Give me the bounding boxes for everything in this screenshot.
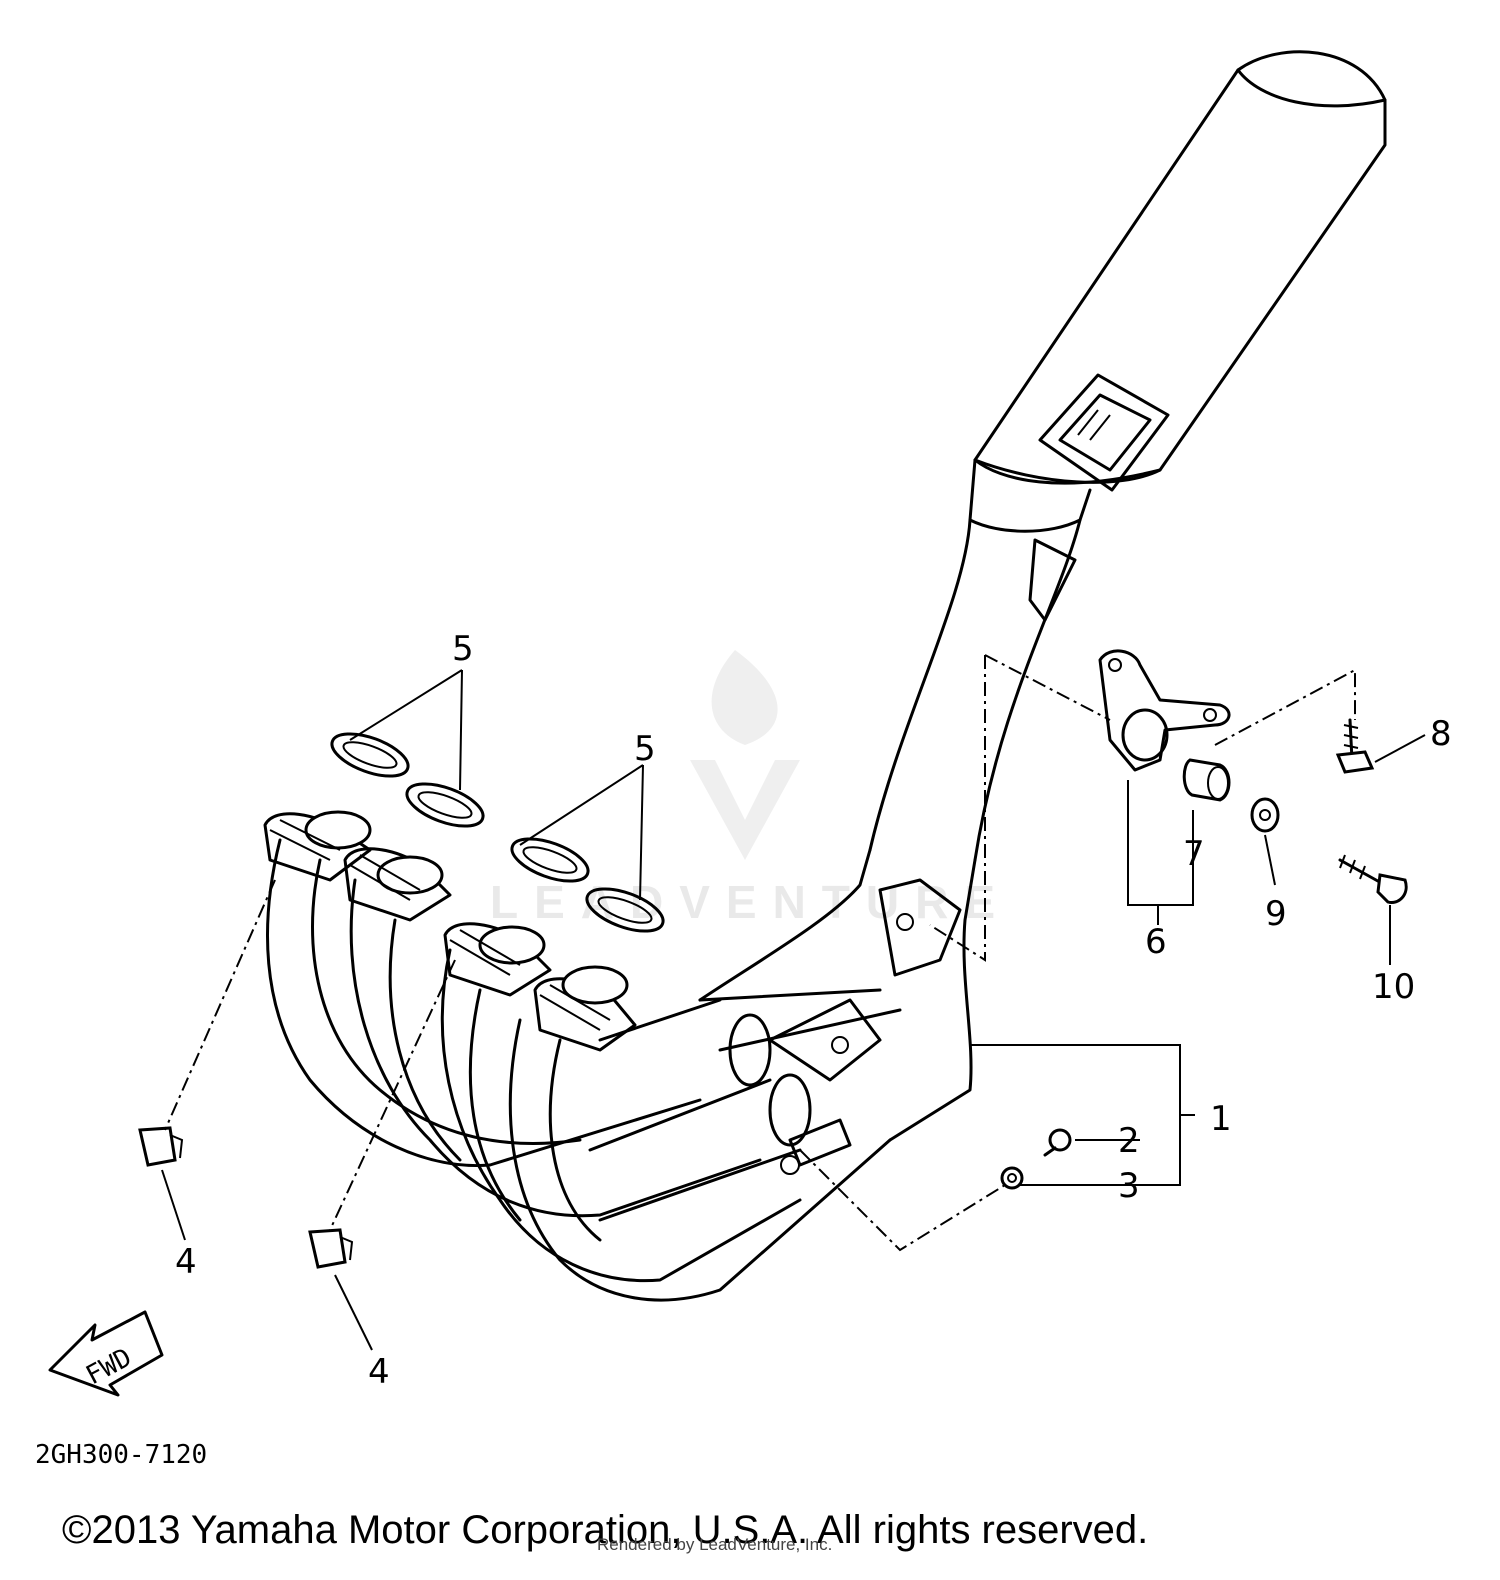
callout-9: 9 bbox=[1265, 894, 1287, 934]
callout-1: 1 bbox=[1210, 1099, 1232, 1139]
exhaust-header-pipes bbox=[263, 810, 1072, 1302]
callout-numbers: 1 2 3 4 4 5 5 6 7 8 9 10 bbox=[175, 629, 1452, 1392]
muffler bbox=[698, 50, 1387, 1142]
leader-lines bbox=[161, 654, 1426, 1351]
callout-6: 6 bbox=[1145, 922, 1167, 962]
callout-4b: 4 bbox=[368, 1352, 390, 1392]
callout-10: 10 bbox=[1372, 967, 1415, 1007]
gaskets bbox=[330, 732, 665, 933]
callout-3: 3 bbox=[1118, 1166, 1140, 1206]
callout-8: 8 bbox=[1430, 714, 1452, 754]
callout-5b: 5 bbox=[634, 729, 656, 769]
forward-arrow-icon: FWD bbox=[48, 1310, 164, 1397]
callout-7: 7 bbox=[1183, 834, 1205, 874]
leadventure-watermark: LEADVENTURE bbox=[490, 650, 1011, 928]
diagram-code: 2GH300-7120 bbox=[35, 1440, 207, 1470]
watermark-text: LEADVENTURE bbox=[490, 876, 1011, 928]
callout-2: 2 bbox=[1118, 1121, 1140, 1161]
nuts bbox=[138, 1126, 354, 1269]
callout-5a: 5 bbox=[452, 629, 474, 669]
rendered-by-credit: Rendered by LeadVenture, Inc. bbox=[597, 1535, 832, 1554]
copyright-notice: ©2013 Yamaha Motor Corporation, U.S.A. A… bbox=[62, 1508, 1148, 1552]
bracket-assembly bbox=[1098, 649, 1408, 905]
callout-4a: 4 bbox=[175, 1242, 197, 1282]
